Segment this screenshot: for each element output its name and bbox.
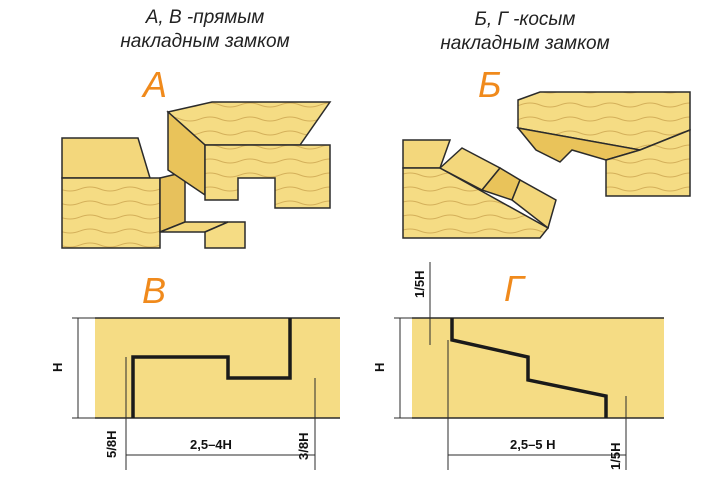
caption-right-line1: Б, Г -косым xyxy=(474,9,576,30)
dim-g-span: 2,5–5 H xyxy=(510,437,556,452)
caption-left-line2: накладным замком xyxy=(120,31,290,52)
figure-g-beam xyxy=(412,317,664,419)
figure-a-log-right xyxy=(166,101,332,209)
label-g: Г xyxy=(504,268,524,309)
label-b: Б xyxy=(478,64,502,105)
dim-v-right: 3/8H xyxy=(296,433,311,460)
dim-g-height: H xyxy=(372,363,387,372)
figure-b-log-right xyxy=(516,91,691,197)
dim-g-top: 1/5H xyxy=(412,271,427,298)
caption-right: Б, Г -косым накладным замком xyxy=(405,8,645,56)
figure-a-log-left xyxy=(61,137,246,249)
dim-g-right: 1/5H xyxy=(608,443,623,470)
caption-left: А, В -прямым накладным замком xyxy=(85,6,325,54)
label-v: В xyxy=(142,270,167,311)
figure-g-dimension-lines xyxy=(394,262,627,470)
figure-v-beam xyxy=(95,317,340,419)
label-a: А xyxy=(143,64,168,105)
figure-v-dimension-lines xyxy=(72,317,316,470)
caption-right-line2: накладным замком xyxy=(440,33,610,54)
figure-b-log-left xyxy=(402,139,557,239)
dim-v-height: H xyxy=(50,363,65,372)
dim-v-left: 5/8H xyxy=(104,431,119,458)
dim-v-span: 2,5–4H xyxy=(190,437,232,452)
caption-left-line1: А, В -прямым xyxy=(145,7,265,28)
